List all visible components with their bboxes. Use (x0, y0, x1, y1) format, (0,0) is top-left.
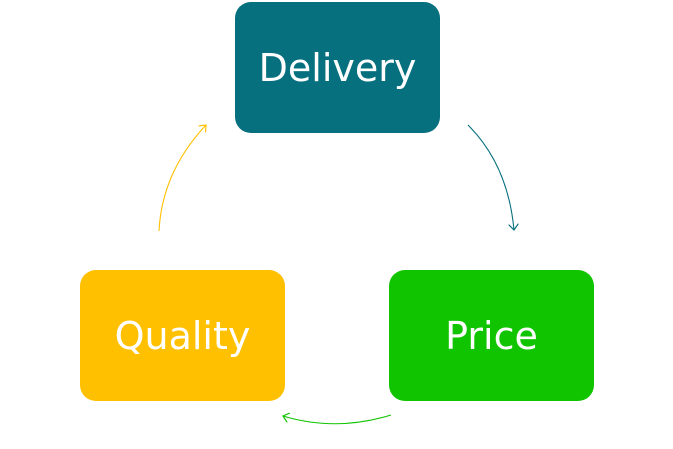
quality-label: Quality (114, 313, 251, 358)
arrow-delivery-to-price (467, 124, 514, 230)
delivery-node: Delivery (235, 2, 440, 133)
quality-node: Quality (80, 270, 285, 401)
price-node: Price (389, 270, 594, 401)
price-label: Price (445, 313, 538, 358)
delivery-label: Delivery (258, 45, 417, 90)
arrow-quality-to-delivery (158, 125, 206, 232)
arrow-price-to-quality (283, 415, 392, 425)
